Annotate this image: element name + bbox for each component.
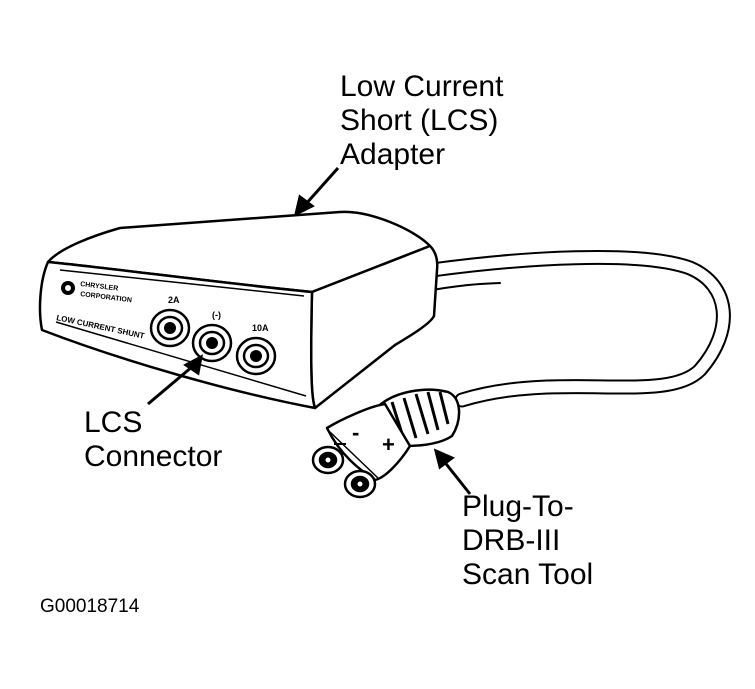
leader-arrows	[147, 167, 472, 495]
callout-plug-line-1: Plug-To-	[462, 490, 574, 523]
jack-10a	[235, 336, 277, 376]
callout-plug-to-scan-tool: Plug-To- DRB-III Scan Tool	[462, 490, 593, 592]
svg-text:10A: 10A	[252, 323, 269, 333]
plug-plus-label: +	[382, 432, 395, 457]
cable	[424, 249, 731, 408]
chrysler-logo-icon	[61, 281, 75, 295]
callout-lcs-connector: LCS Connector	[84, 406, 222, 474]
callout-adapter-line-2: Short (LCS)	[340, 104, 499, 137]
jack-2a	[149, 308, 191, 348]
arrow-head-adapter	[293, 194, 315, 217]
arrow-to-adapter	[303, 167, 340, 206]
svg-text:-: -	[352, 420, 359, 445]
callout-lcs-adapter: Low Current Short (LCS) Adapter	[340, 70, 503, 172]
adapter-box	[38, 210, 439, 410]
arrow-to-connector	[147, 364, 194, 406]
jack-label-2a: 2A	[168, 295, 180, 305]
callout-connector-line-1: LCS	[84, 406, 143, 439]
callout-plug-line-3: Scan Tool	[462, 558, 594, 591]
callout-adapter-line-3: Adapter	[340, 138, 446, 171]
callout-plug-line-2: DRB-III	[462, 524, 561, 557]
svg-text:(-): (-)	[212, 310, 221, 320]
figure-id: G00018714	[40, 596, 140, 617]
svg-text:+: +	[382, 432, 395, 457]
plug-minus-label: -	[352, 420, 359, 445]
brand-line-1: CHRYSLER	[80, 281, 119, 293]
callout-connector-line-2: Connector	[84, 440, 223, 473]
svg-text:CHRYSLER: CHRYSLER	[80, 281, 119, 293]
svg-text:2A: 2A	[168, 295, 180, 305]
plug-body	[325, 402, 412, 482]
arrow-head-connector	[183, 354, 204, 376]
callout-adapter-line-1: Low Current	[340, 70, 504, 103]
scan-tool-plug	[311, 388, 461, 499]
jack-label-10a: 10A	[252, 323, 269, 333]
jack-label-negative: (-)	[212, 310, 221, 320]
jack-negative	[191, 323, 233, 363]
arrow-head-plug	[433, 448, 455, 470]
arrow-to-plug	[441, 459, 472, 495]
